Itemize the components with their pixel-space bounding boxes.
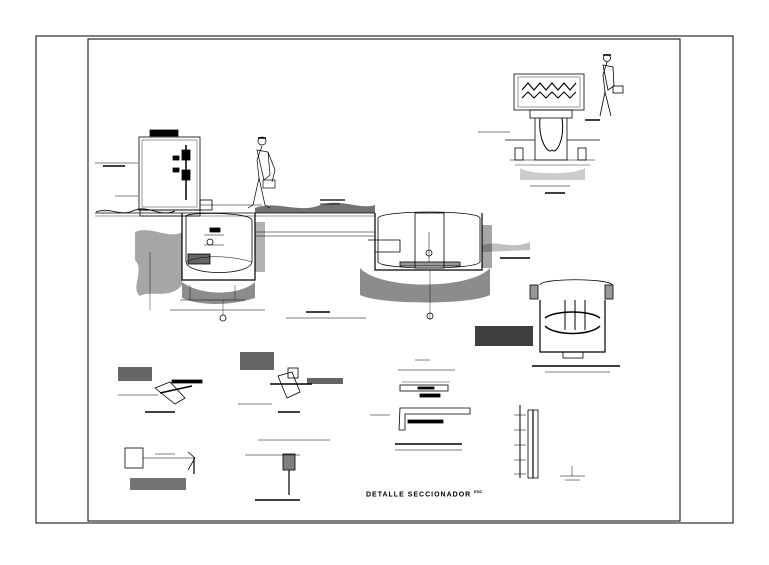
ground-detail-1 bbox=[124, 447, 196, 490]
connector-detail-2 bbox=[238, 352, 343, 413]
main-title: DETALLE SECCIONADOR ESC bbox=[366, 489, 482, 498]
top-right-detail bbox=[478, 54, 624, 194]
ground-detail-2 bbox=[245, 439, 330, 501]
main-section-left bbox=[95, 129, 375, 322]
outer-frame bbox=[35, 35, 734, 524]
main-title-suffix: ESC bbox=[474, 489, 483, 494]
vault-detail-right bbox=[475, 279, 620, 373]
connector-detail-1 bbox=[118, 367, 203, 413]
main-section-right-pit bbox=[320, 199, 530, 320]
profile-detail-right bbox=[514, 405, 585, 481]
main-title-text: DETALLE SECCIONADOR bbox=[366, 491, 472, 499]
inner-frame bbox=[87, 38, 681, 522]
worker-figure-left bbox=[247, 136, 276, 209]
bar-details-center bbox=[370, 359, 471, 451]
